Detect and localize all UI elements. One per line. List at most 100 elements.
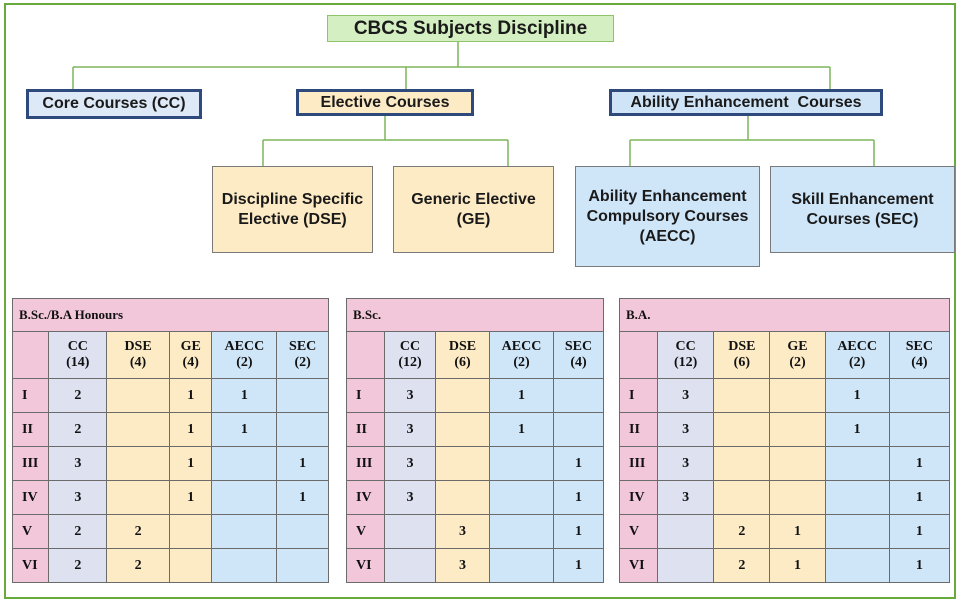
column-header-label: SEC <box>905 338 933 354</box>
column-header-label: CC <box>67 338 88 354</box>
ability-enhancement-node: Ability Enhancement Courses <box>609 89 883 116</box>
cell-aecc: 1 <box>211 378 278 413</box>
table-row: V 3 1 <box>346 514 605 549</box>
cell-dse <box>435 446 490 481</box>
cell-sec: 1 <box>552 480 605 515</box>
dse-node: Discipline Specific Elective (DSE) <box>212 166 373 253</box>
cell-aecc <box>489 480 554 515</box>
cell-dse: 2 <box>106 514 170 549</box>
cell-cc: 3 <box>657 446 715 481</box>
cell-cc: 3 <box>657 412 715 447</box>
cell-cc <box>384 514 436 549</box>
sec-label: Skill Enhancement Courses (SEC) <box>791 190 934 228</box>
column-header-count: (12) <box>398 355 422 370</box>
cell-sec: 1 <box>888 446 951 481</box>
semester-label: I <box>618 378 659 413</box>
ge-node: Generic Elective (GE) <box>393 166 554 253</box>
core-courses-label: Core Courses (CC) <box>42 95 186 112</box>
column-header-label: SEC <box>289 338 317 354</box>
column-header-ge: GE(2) <box>769 331 826 379</box>
semester-label: VI <box>618 548 659 583</box>
cell-ge: 1 <box>168 446 213 481</box>
column-header-cc: CC(12) <box>657 331 715 379</box>
semester-label: VI <box>346 548 385 583</box>
aecc-label: Ability Enhancement Compulsory Courses (… <box>586 187 749 245</box>
column-header-dse: DSE(6) <box>435 331 490 379</box>
elective-courses-label: Elective Courses <box>320 93 450 111</box>
cell-cc: 3 <box>384 378 436 413</box>
semester-label: II <box>346 412 385 447</box>
cell-ge <box>769 378 826 413</box>
table-title: B.Sc./B.A Honours <box>12 298 329 332</box>
cell-ge <box>769 446 826 481</box>
column-header-count: (2) <box>513 355 530 370</box>
cell-sec <box>552 412 605 447</box>
cell-aecc <box>211 548 278 583</box>
cell-cc: 3 <box>384 480 436 515</box>
semester-label: III <box>11 446 50 481</box>
semester-label: IV <box>346 480 385 515</box>
semester-label: I <box>346 378 385 413</box>
column-header-label: AECC <box>224 338 265 354</box>
semester-label: III <box>346 446 385 481</box>
column-header-count: (12) <box>674 355 698 370</box>
column-header-count: (2) <box>236 355 253 370</box>
cell-cc: 3 <box>48 480 108 515</box>
cell-sec: 1 <box>888 548 951 583</box>
cell-aecc <box>824 480 890 515</box>
cell-sec: 1 <box>276 446 329 481</box>
cell-sec <box>276 378 329 413</box>
cell-aecc <box>211 514 278 549</box>
semester-label: V <box>618 514 659 549</box>
cell-aecc: 1 <box>489 412 554 447</box>
column-header-label: CC <box>675 338 696 354</box>
cell-cc: 2 <box>48 378 108 413</box>
column-header-count: (6) <box>454 355 471 370</box>
cell-aecc <box>489 514 554 549</box>
aecc-node: Ability Enhancement Compulsory Courses (… <box>575 166 760 267</box>
cell-aecc: 1 <box>824 378 890 413</box>
cell-aecc <box>824 514 890 549</box>
ge-label: Generic Elective (GE) <box>411 190 536 228</box>
cell-aecc <box>489 548 554 583</box>
column-header-aecc: AECC(2) <box>489 331 554 379</box>
table-title: B.A. <box>619 298 950 332</box>
column-header-label: GE <box>787 338 808 354</box>
column-header-count: (4) <box>911 355 928 370</box>
column-header-sec: SEC(4) <box>888 331 951 379</box>
cell-sec: 1 <box>552 514 605 549</box>
cell-dse <box>713 412 771 447</box>
cell-aecc <box>489 446 554 481</box>
semester-label: V <box>346 514 385 549</box>
root-node: CBCS Subjects Discipline <box>327 15 614 42</box>
cell-dse: 3 <box>435 514 490 549</box>
cell-dse: 2 <box>106 548 170 583</box>
cell-aecc <box>824 446 890 481</box>
cell-ge <box>168 548 213 583</box>
cell-aecc <box>824 548 890 583</box>
cell-sec <box>552 378 605 413</box>
cell-sec <box>888 378 951 413</box>
semester-label: IV <box>11 480 50 515</box>
column-header-count: (4) <box>570 355 587 370</box>
cell-cc: 3 <box>384 412 436 447</box>
core-courses-node: Core Courses (CC) <box>26 89 202 119</box>
column-header-label: CC <box>399 338 421 354</box>
semester-label: III <box>618 446 659 481</box>
cell-ge <box>769 480 826 515</box>
column-header-label: DSE <box>124 338 152 354</box>
cell-ge: 1 <box>168 480 213 515</box>
